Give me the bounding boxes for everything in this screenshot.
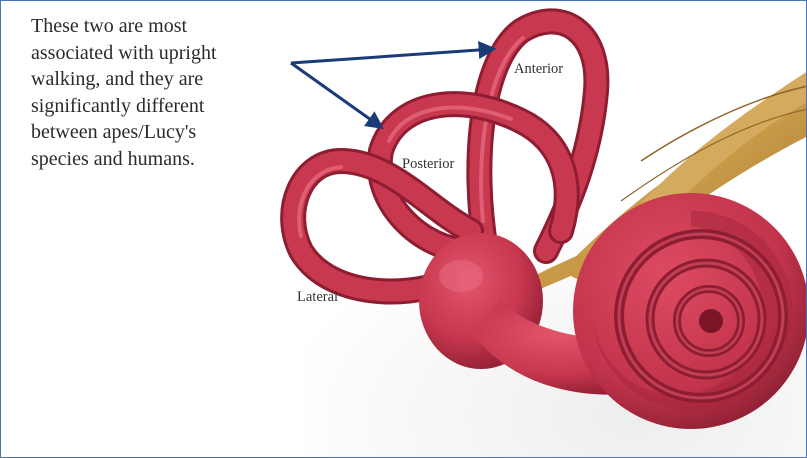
label-anterior: Anterior bbox=[514, 61, 563, 78]
arrow-to-anterior bbox=[291, 49, 493, 63]
caption-line: significantly different bbox=[31, 93, 296, 120]
caption-line: These two are most bbox=[31, 13, 296, 40]
caption-line: associated with upright bbox=[31, 40, 296, 67]
label-lateral: Lateral bbox=[297, 289, 338, 306]
caption-line: between apes/Lucy's bbox=[31, 119, 296, 146]
label-posterior: Posterior bbox=[402, 156, 454, 173]
arrow-to-posterior bbox=[291, 63, 381, 127]
caption-text: These two are most associated with uprig… bbox=[31, 13, 296, 172]
caption-line: walking, and they are bbox=[31, 66, 296, 93]
caption-line: species and humans. bbox=[31, 146, 296, 173]
